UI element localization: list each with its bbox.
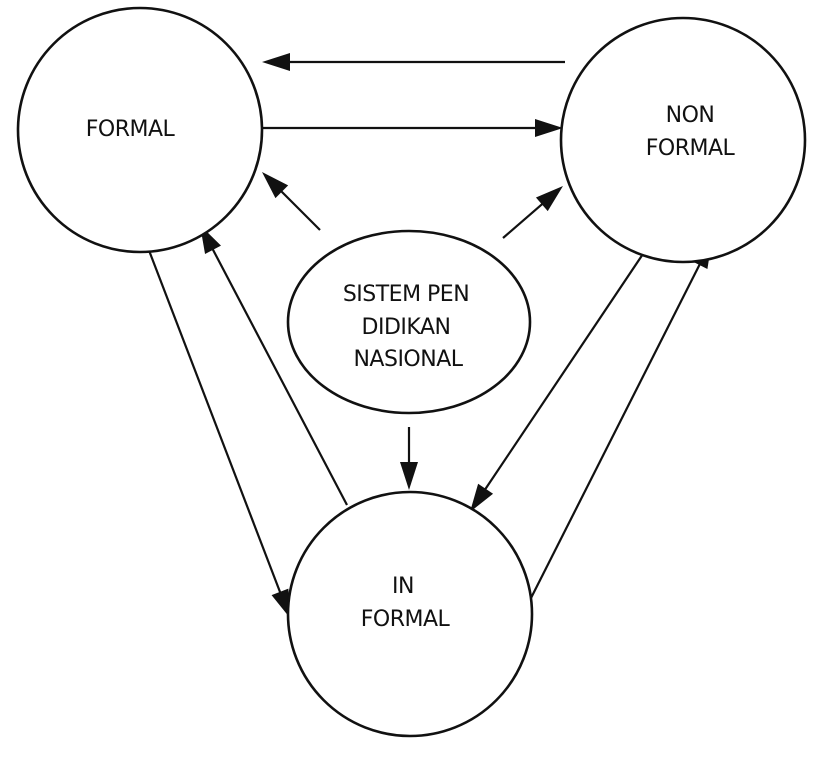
node-nonformal-label-line-1: NON	[666, 103, 715, 128]
arrow-informal-to-nonformal	[529, 240, 712, 601]
arrow-nonformal-to-informal	[470, 241, 652, 512]
node-formal-circle	[16, 6, 264, 254]
node-nonformal-label-line-2: FORMAL	[646, 136, 736, 161]
arrow-nonformal-to-formal	[262, 53, 565, 71]
node-nonformal-circle	[559, 16, 807, 264]
arrowhead	[400, 462, 418, 490]
node-formal-label-line-1: FORMAL	[86, 117, 176, 142]
arrow-line	[502, 202, 545, 239]
arrow-center-to-formal	[262, 172, 321, 231]
arrow-formal-to-informal	[143, 239, 290, 618]
node-center-label-line-1: SISTEM PEN	[343, 282, 469, 307]
arrowhead	[535, 119, 563, 137]
node-informal-circle	[286, 490, 534, 738]
node-formal: FORMAL	[16, 6, 264, 254]
node-center-label-line-3: NASIONAL	[353, 347, 463, 372]
arrow-center-to-informal	[400, 427, 418, 490]
arrow-center-to-nonformal	[502, 186, 563, 239]
node-informal-label-line-1: IN	[392, 574, 414, 599]
arrow-line	[211, 247, 348, 506]
arrowhead	[535, 186, 563, 212]
arrow-line	[279, 189, 321, 231]
node-center: SISTEM PEN DIDIKAN NASIONAL	[286, 229, 532, 415]
node-nonformal: NON FORMAL	[559, 16, 807, 264]
arrow-formal-to-nonformal	[262, 119, 563, 137]
node-center-ellipse	[286, 229, 532, 415]
arrowhead	[470, 483, 494, 512]
arrowhead	[262, 172, 289, 199]
arrowhead	[262, 53, 290, 71]
node-informal: IN FORMAL	[286, 490, 534, 738]
arrow-line	[529, 262, 702, 601]
arrow-line	[143, 239, 282, 595]
arrowhead	[271, 588, 290, 618]
arrow-line	[483, 241, 652, 492]
node-informal-label-line-2: FORMAL	[361, 607, 451, 632]
node-center-label-line-2: DIDIKAN	[362, 315, 451, 340]
